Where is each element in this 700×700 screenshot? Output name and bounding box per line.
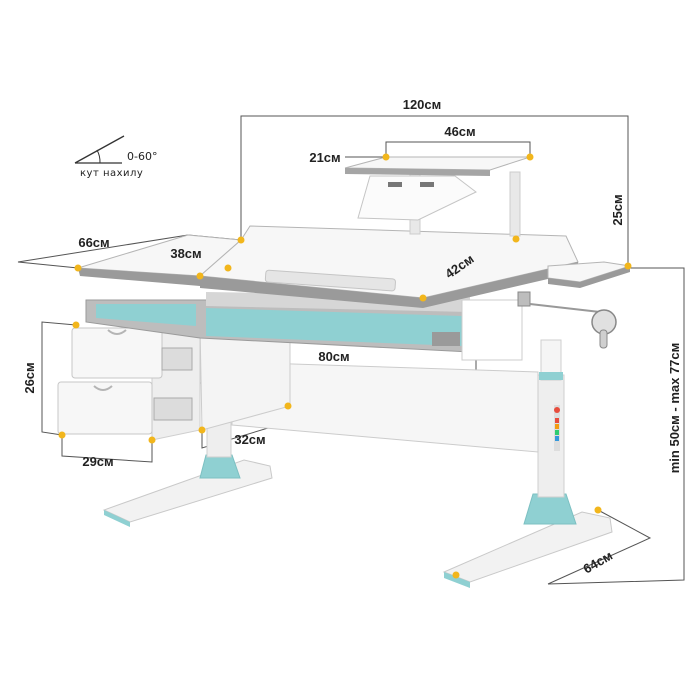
height-scale-red [555, 418, 559, 423]
marker [526, 153, 534, 161]
pen-groove [264, 269, 396, 292]
depth-line-64 [547, 509, 652, 585]
marker [148, 436, 156, 444]
book-stand [357, 175, 477, 221]
lower-drawer-rail [153, 397, 193, 421]
width-line-46 [385, 141, 531, 157]
dimension-markers [58, 153, 632, 579]
right-leg-collar [523, 493, 577, 525]
lower-drawer-handle [93, 385, 113, 391]
main-drawer-accent [206, 308, 462, 346]
top-shelf [344, 156, 531, 237]
book-clip-left [388, 182, 402, 187]
label-shelf-depth: 21см [309, 150, 340, 165]
height-line-range [547, 267, 685, 585]
marker [237, 236, 245, 244]
marker [198, 426, 206, 434]
left-leg-collar [199, 454, 241, 479]
marker [594, 506, 602, 514]
left-foot-cap [104, 510, 130, 527]
upper-drawer-front [71, 327, 163, 379]
left-foot-bar [102, 459, 273, 523]
right-leg-ring [539, 372, 563, 380]
right-side-box [461, 299, 523, 361]
brand-logo-icon [554, 407, 560, 413]
upper-drawer-handle [107, 329, 127, 335]
lower-drawer-front [57, 381, 153, 435]
dimension-labels: 120см 46см 21см 25см 66см 38см 42см 80см… [22, 97, 682, 576]
label-side-width: 38см [170, 246, 201, 261]
angle-caption: кут нахилу [80, 168, 143, 179]
marker [58, 431, 66, 439]
marker [74, 264, 82, 272]
desk-illustration [57, 156, 631, 588]
crank-rod [529, 303, 601, 313]
height-scale-blue [555, 436, 559, 441]
marker [382, 153, 390, 161]
tilt-angle-indicator: 0-60° кут нахилу [74, 135, 157, 179]
marker [452, 571, 460, 579]
angle-arc [96, 149, 101, 164]
right-foot-cap [444, 572, 470, 588]
height-scale-green [555, 430, 559, 435]
height-scale-orange [555, 424, 559, 429]
angle-range: 0-60° [127, 150, 157, 163]
crank-knob [599, 329, 608, 349]
label-drawer-width: 80см [318, 349, 349, 364]
label-shelf-width: 46см [444, 124, 475, 139]
label-base-depth: 64см [580, 548, 615, 577]
marker [196, 272, 204, 280]
label-shelf-height: 25см [610, 194, 625, 225]
shelf-board [344, 156, 531, 171]
crank-handle-icon [517, 291, 617, 349]
book-clip-right [420, 182, 434, 187]
width-line-29 [61, 435, 153, 463]
desktop-front-edge [200, 262, 578, 308]
right-leg-column [537, 374, 565, 498]
marker [284, 402, 292, 410]
label-side-depth: 66см [78, 235, 109, 250]
label-height-range: min 50см - max 77см [667, 343, 682, 474]
marker [419, 294, 427, 302]
desk-apron [85, 292, 523, 361]
right-side-top-edge [548, 266, 630, 288]
marker [224, 264, 232, 272]
upper-drawer-rail [161, 347, 193, 371]
angle-tilt-line [74, 135, 125, 164]
label-cabinet-depth: 32см [234, 432, 265, 447]
label-total-width: 120см [403, 97, 442, 112]
shelf-right-post [509, 171, 521, 237]
main-drawer-handle [432, 332, 460, 346]
marker [512, 235, 520, 243]
left-top-edge [78, 268, 200, 286]
marker [72, 321, 80, 329]
label-cabinet-width: 29см [82, 454, 113, 469]
label-cabinet-height: 26см [22, 362, 37, 393]
right-base [442, 339, 613, 588]
marker [624, 262, 632, 270]
shelf-edge [345, 168, 490, 176]
crank-bracket [517, 291, 531, 307]
height-line-26 [41, 321, 77, 436]
left-drawer-accent [96, 304, 196, 326]
